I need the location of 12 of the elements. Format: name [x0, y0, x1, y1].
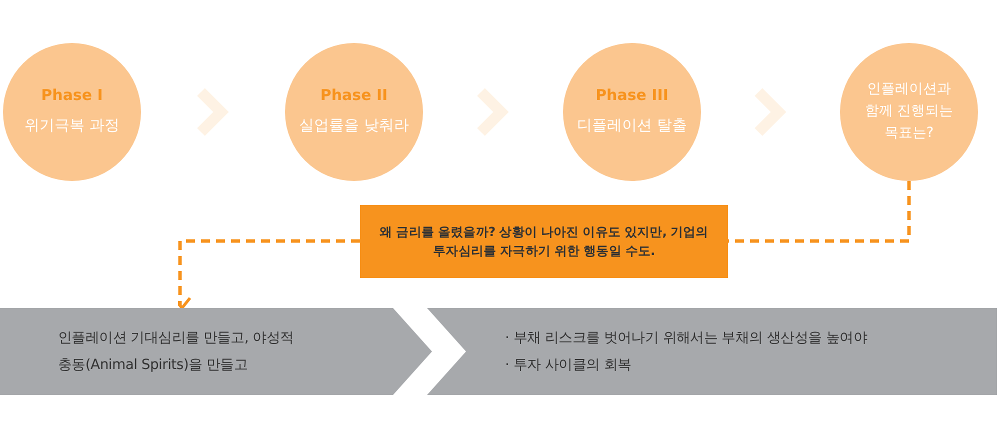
- phase-title: Phase III: [596, 86, 668, 104]
- circle-text: 실업률을 낮춰라: [299, 115, 409, 136]
- callout-text: 왜 금리를 올렸을까? 상황이 나아진 이유도 있지만, 기업의 투자심리를 자극하기 위한 행동일 수도.: [379, 222, 709, 260]
- circle-text: 디플레이션 탈출: [577, 115, 687, 136]
- callout-box: [360, 205, 728, 278]
- band-text: 인플레이션 기대심리를 만들고, 야성적 충동(Animal Spirits)을 만들고: [58, 328, 295, 374]
- bullet-item: · 부채 리스크를 벗어나기 위해서는 부채의 생산성을 높여야: [505, 328, 868, 348]
- phase-title: Phase I: [41, 86, 103, 104]
- phase-title: Phase II: [320, 86, 388, 104]
- circle-text: 위기극복 과정: [24, 115, 120, 136]
- bullet-item: · 투자 사이클의 회복: [505, 356, 632, 374]
- circle-text: 인플레이션과 함께 진행되는 목표는?: [864, 80, 954, 143]
